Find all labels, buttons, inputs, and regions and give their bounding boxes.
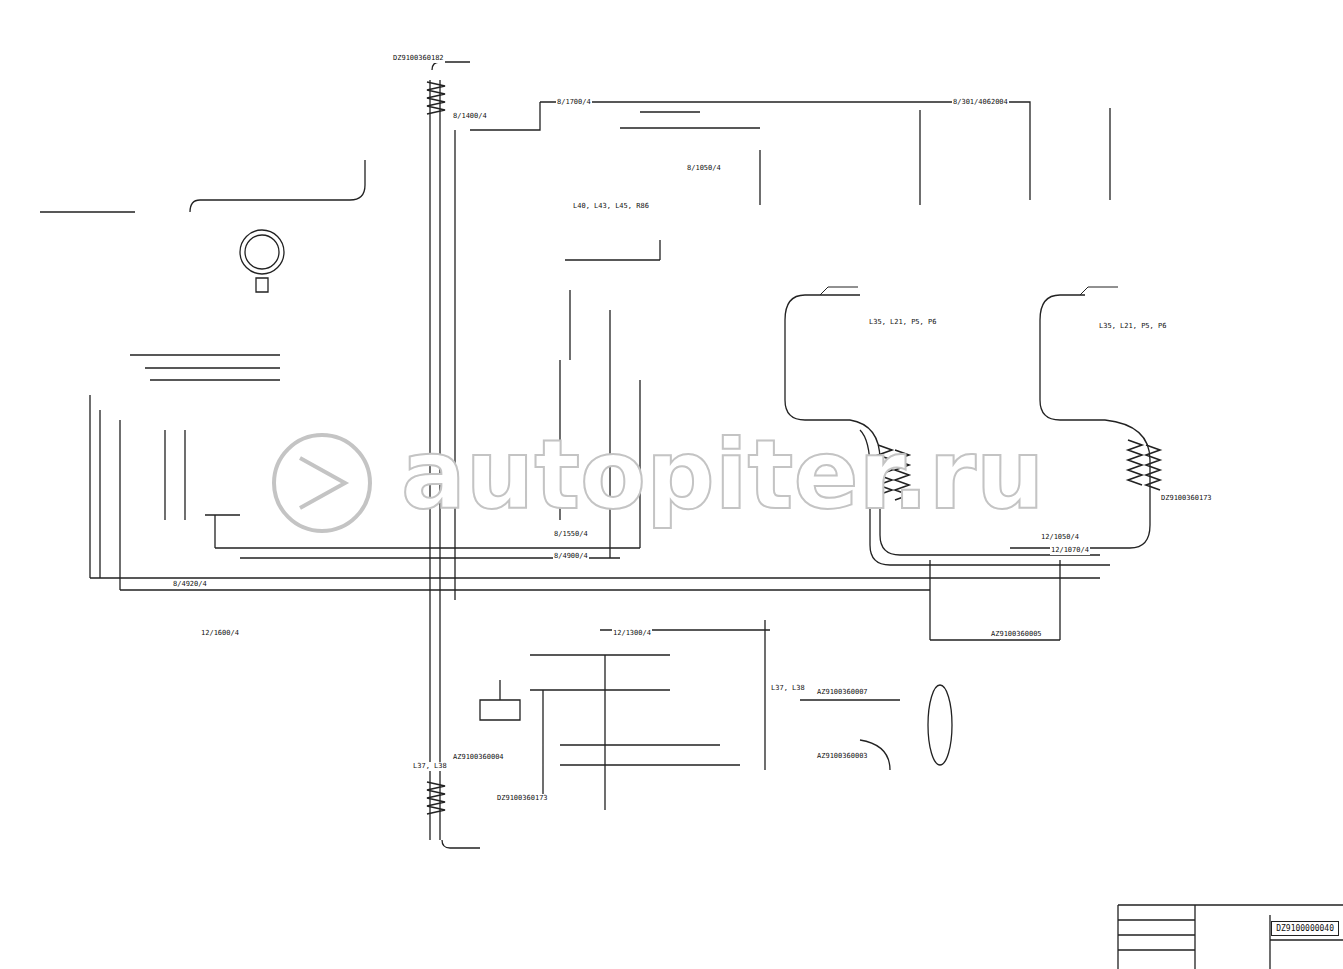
part-label: 8/4900/4 [553,552,589,561]
watermark: autopiter.ru [400,425,1045,525]
part-label: 12/1600/4 [200,629,240,638]
part-label: 8/4920/4 [172,580,208,589]
part-label: AZ9100360007 [816,688,869,697]
part-label: 12/1050/4 [1040,533,1080,542]
part-label: 12/1300/4 [612,629,652,638]
part-label: 8/1550/4 [553,530,589,539]
part-label: L37, L38 [412,762,448,771]
part-label: 8/1400/4 [452,112,488,121]
part-label: AZ9100360003 [816,752,869,761]
part-label: L35, L21, P5, P6 [868,318,937,327]
part-label: 8/301/4062004 [952,98,1009,107]
part-label: L35, L21, P5, P6 [1098,322,1167,331]
part-label: DZ9100360182 [392,54,445,63]
part-label: 12/1070/4 [1050,546,1090,555]
drawing-number: DZ9100000040 [1276,924,1334,933]
part-label: 8/1050/4 [686,164,722,173]
part-label: AZ9100360005 [990,630,1043,639]
part-label: L37, L38 [770,684,806,693]
part-label: DZ9100360173 [496,794,549,803]
part-label: 8/1700/4 [556,98,592,107]
part-label: DZ9100360173 [1160,494,1213,503]
part-label: AZ9100360004 [452,753,505,762]
title-block-cell: DZ9100000040 [1271,921,1339,936]
part-label: L40, L43, L45, R86 [572,202,650,211]
